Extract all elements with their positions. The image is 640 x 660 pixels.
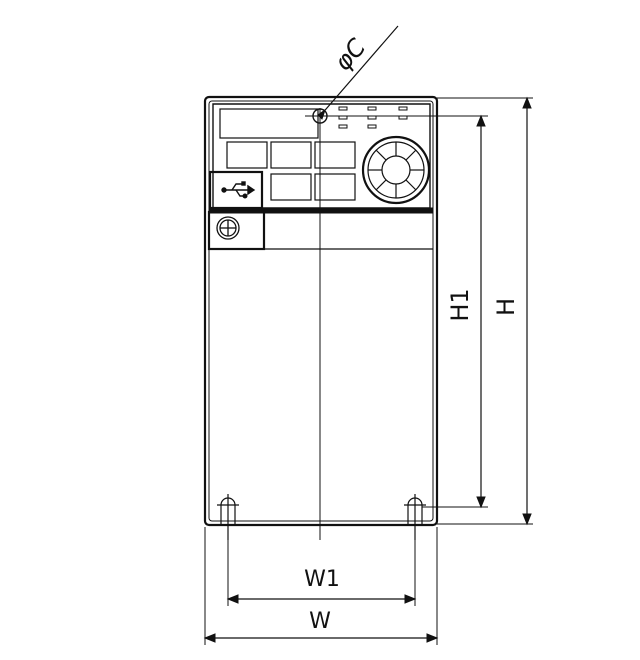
- bottom-mounting-slot: [217, 494, 239, 540]
- operator-panel: [212, 103, 431, 209]
- screw-icon: [216, 216, 240, 240]
- usb-icon: [221, 181, 256, 199]
- usb-port: [208, 170, 264, 210]
- hole-diameter-label: φC: [329, 33, 372, 76]
- inverter-body: [203, 95, 439, 527]
- dimension-h1-label: H1: [446, 288, 474, 321]
- status-leds: [338, 106, 408, 129]
- dimension-w1: [226, 540, 417, 606]
- dimension-w-label: W: [309, 609, 331, 634]
- keypad: [226, 141, 356, 201]
- key-button: [314, 173, 356, 201]
- cover-screw: [207, 210, 266, 251]
- dimension-w1-label: W1: [304, 567, 340, 592]
- display-window: [219, 108, 319, 139]
- dimension-w: [203, 527, 439, 645]
- key-button: [314, 141, 356, 169]
- key-button: [270, 141, 312, 169]
- key-button: [226, 141, 268, 169]
- bottom-mounting-slot: [404, 494, 426, 540]
- dimension-h: [437, 96, 533, 526]
- key-button: [270, 173, 312, 201]
- dimension-h1: [326, 114, 488, 509]
- dimension-h-label: H: [492, 298, 520, 316]
- setting-dial-icon: [361, 135, 431, 205]
- panel-separator: [208, 207, 434, 250]
- hole-diameter-leader: [317, 25, 399, 120]
